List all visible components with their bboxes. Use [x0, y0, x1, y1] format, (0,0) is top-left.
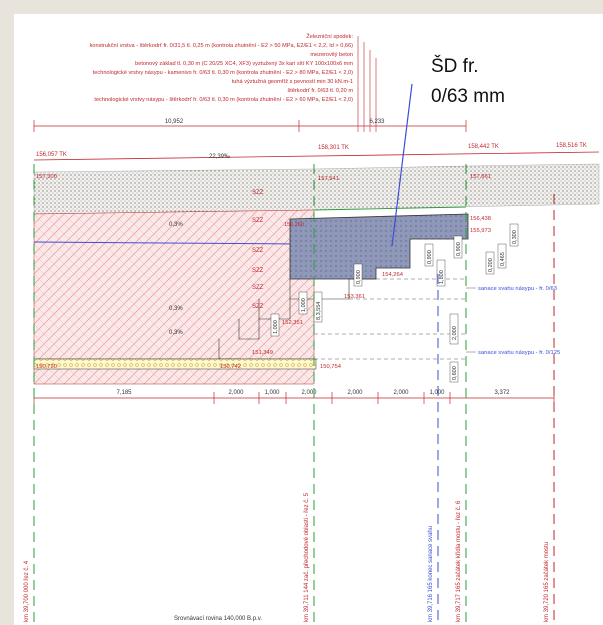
station-label: km 39,717 165 začátek křídla mostu - řez… — [456, 500, 462, 622]
szz-label: SZZ — [252, 248, 264, 254]
top-dimension: 10,952 6,233 — [33, 119, 467, 132]
szz-label: SZZ — [252, 190, 264, 196]
grade-label: 0,3% — [169, 222, 183, 228]
vdim-label: 0,900 — [427, 250, 433, 264]
station-labels: km 39,700 000 řez č. 4 km 39,711 144 zač… — [24, 492, 550, 622]
ballast-layer — [33, 163, 600, 215]
cross-section-drawing: Železniční spodek: konstrukční vrstva - … — [24, 32, 600, 625]
level-label: 158,442 TK — [468, 144, 499, 150]
station-lines — [33, 164, 555, 625]
level-label: 150,720 — [36, 364, 57, 370]
level-labels: 157,300 157,541 157,661 156,438 155,973 … — [36, 174, 491, 370]
dim-label: 1,000 — [264, 390, 280, 396]
grade-labels: 0,3% 0,3% 0,3% — [169, 222, 183, 336]
station-label: km 39,700 000 řez č. 4 — [24, 560, 30, 622]
level-label: 150,742 — [220, 364, 241, 370]
vdim-label: 1,800 — [439, 270, 445, 284]
gravel-layer — [33, 358, 317, 370]
reference-plane-label: Srovnávací rovina 140,000 B.p.v. — [174, 616, 262, 622]
green-boundary — [313, 206, 467, 211]
sanace-label: sanace svahu násypu - fr. 0/125 — [478, 350, 560, 356]
vdim-label: 0,900 — [456, 242, 462, 256]
station-label: km 39,720 165 začátek mostu — [544, 542, 550, 622]
vdim-label: 1,000 — [301, 298, 307, 312]
layer-notes: Železniční spodek: konstrukční vrstva - … — [90, 32, 354, 103]
level-label: 158,301 TK — [318, 145, 349, 151]
vdim-label: 1,000 — [273, 320, 279, 334]
sanace-label: sanace svahu násypu - fr. 0/63 — [478, 286, 557, 292]
dim-label: 3,372 — [494, 390, 510, 396]
note-line: betonový základ tl. 0,30 m (C 20/25 XC4,… — [135, 61, 353, 67]
note-line: tuhá výztužná geomříž s pevností min 30 … — [232, 79, 353, 85]
station-label: km 39,711 144 zač. přechodové oblasti - … — [304, 492, 310, 622]
dim-label: 6,233 — [369, 119, 385, 125]
callout-line: ŠD fr. — [431, 56, 479, 77]
callout-pointer — [391, 83, 413, 247]
level-label: 155,973 — [470, 228, 491, 234]
vdim-label: 0,465 — [500, 252, 506, 266]
sanace-labels: sanace svahu násypu - fr. 0/63 sanace sv… — [466, 286, 560, 356]
sanace-zone — [314, 238, 466, 360]
note-line: konstrukční vrstva - štěrkodrť fr. 0/31,… — [90, 43, 354, 49]
dim-label: 2,000 — [228, 390, 244, 396]
dim-label: 10,952 — [165, 119, 184, 125]
geogrid-line — [33, 241, 300, 245]
drawing-sheet: Železniční spodek: konstrukční vrstva - … — [14, 14, 603, 625]
grade-label: 0,3% — [169, 330, 183, 336]
szz-label: SZZ — [252, 304, 264, 310]
note-line: mezerovitý beton — [310, 52, 353, 58]
szz-labels: SZZ SZZ SZZ SZZ SZZ SZZ — [252, 190, 264, 310]
note-line: technologické vrstvy násypu - štěrkodrť … — [94, 97, 353, 103]
level-label: 152,351 — [282, 320, 303, 326]
level-label: 150,754 — [320, 364, 342, 370]
slope-label: 22,39‰ — [209, 154, 230, 160]
callout-line: 0/63 mm — [431, 86, 505, 107]
level-label: 157,541 — [318, 176, 339, 182]
vdim-label: 8,3,554 — [316, 302, 322, 320]
szz-label: SZZ — [252, 268, 264, 274]
level-label: 156,438 — [470, 216, 491, 222]
szz-label: SZZ — [252, 218, 264, 224]
dim-label: 2,000 — [301, 390, 317, 396]
dim-label: 2,000 — [347, 390, 363, 396]
vertical-dimensions: 1,000 1,000 8,3,554 2,000 0,900 0,900 1,… — [270, 223, 519, 383]
level-label: 156,057 TK — [36, 152, 67, 158]
level-label: 157,661 — [470, 174, 491, 180]
bottom-dimension: 7,185 2,000 1,000 2,000 2,000 2,000 1,00… — [33, 390, 555, 404]
level-label: 157,300 — [36, 174, 57, 180]
vdim-label: 0,600 — [452, 366, 458, 380]
level-label: 154,264 — [382, 272, 404, 278]
vdim-label: 0,200 — [488, 258, 494, 272]
dim-label: 2,000 — [393, 390, 409, 396]
grade-label: 0,3% — [169, 306, 183, 312]
vdim-label: 0,900 — [356, 270, 362, 284]
level-label: 151,349 — [252, 350, 273, 356]
dim-label: 7,185 — [116, 390, 132, 396]
level-label: 153,361 — [344, 294, 365, 300]
station-label: km 39,716 165 konec sanace svahu — [428, 526, 434, 622]
note-line: štěrkodrť fr. 0/63 tl. 0,20 m — [287, 88, 353, 94]
concrete-foundation — [289, 213, 469, 280]
level-label: 156,260 — [284, 222, 304, 228]
leader-lines — [357, 36, 377, 132]
note-line: technologické vrstvy násypu - kamenivo f… — [93, 70, 353, 76]
level-label: 158,516 TK — [556, 143, 587, 149]
notes-header: Železniční spodek: — [306, 32, 353, 40]
dim-label: 1,000 — [429, 390, 445, 396]
embankment-fill — [33, 209, 315, 385]
track-level: 156,057 TK 158,301 TK 158,442 TK 158,516… — [33, 143, 600, 161]
vdim-label: 0,300 — [512, 230, 518, 244]
vdim-label: 2,000 — [452, 326, 458, 340]
callout-label: ŠD fr. 0/63 mm — [431, 52, 541, 112]
szz-label: SZZ — [252, 285, 264, 291]
